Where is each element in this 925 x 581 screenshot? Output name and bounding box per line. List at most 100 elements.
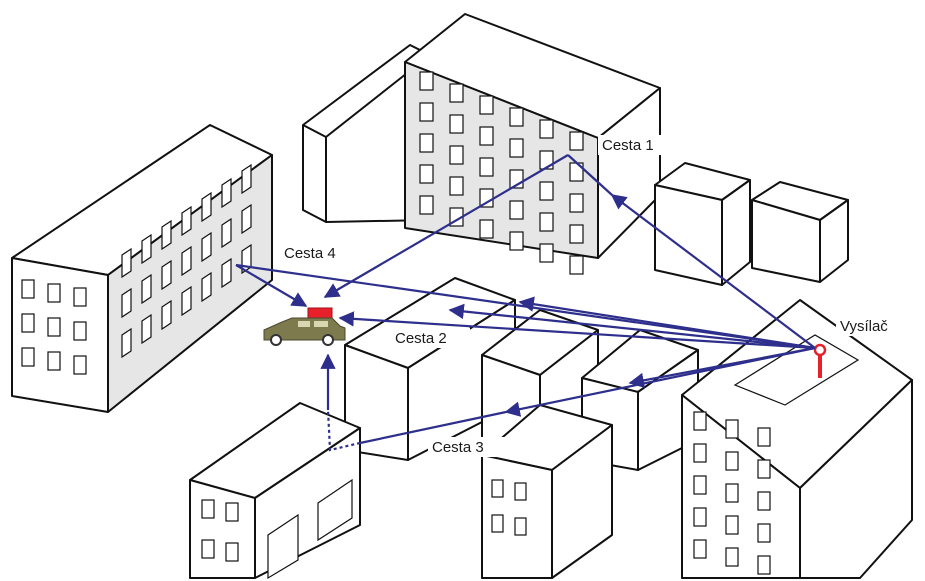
window bbox=[141, 273, 152, 305]
front-center-windows bbox=[491, 479, 527, 536]
window bbox=[73, 287, 87, 307]
window bbox=[449, 145, 464, 165]
window bbox=[757, 523, 771, 543]
car-roof-antenna bbox=[307, 307, 333, 319]
window bbox=[509, 107, 524, 127]
window bbox=[757, 427, 771, 447]
car-window-1 bbox=[298, 321, 310, 327]
building-front-left bbox=[189, 402, 361, 580]
window bbox=[693, 507, 707, 527]
window bbox=[241, 203, 252, 235]
window bbox=[539, 243, 554, 263]
window bbox=[449, 83, 464, 103]
label-path-3: Cesta 3 bbox=[432, 439, 484, 456]
car-wheel-rear bbox=[270, 334, 282, 346]
tall-building-windows bbox=[419, 71, 584, 275]
window bbox=[509, 231, 524, 251]
window bbox=[181, 285, 192, 317]
window bbox=[141, 233, 152, 265]
window bbox=[757, 459, 771, 479]
path-3-line bbox=[359, 410, 507, 445]
window bbox=[241, 163, 252, 195]
window bbox=[161, 259, 172, 291]
path-2-arrow-c bbox=[338, 311, 816, 350]
window bbox=[141, 313, 152, 345]
window bbox=[479, 95, 494, 115]
window bbox=[569, 224, 584, 244]
window bbox=[757, 555, 771, 575]
window bbox=[419, 71, 434, 91]
label-path-2: Cesta 2 bbox=[395, 330, 447, 347]
window bbox=[725, 547, 739, 567]
window bbox=[21, 347, 35, 367]
window bbox=[725, 419, 739, 439]
window bbox=[221, 257, 232, 289]
window bbox=[419, 164, 434, 184]
window bbox=[419, 102, 434, 122]
window bbox=[73, 321, 87, 341]
label-path-4: Cesta 4 bbox=[284, 245, 336, 262]
car-receiver bbox=[263, 307, 346, 346]
window bbox=[181, 245, 192, 277]
window bbox=[539, 212, 554, 232]
signal-paths bbox=[235, 154, 816, 452]
window bbox=[21, 313, 35, 333]
window bbox=[479, 126, 494, 146]
window bbox=[725, 451, 739, 471]
path-4-reflected bbox=[235, 264, 308, 307]
window bbox=[449, 176, 464, 196]
window bbox=[569, 193, 584, 213]
window bbox=[201, 231, 212, 263]
transmitter-building-windows bbox=[693, 411, 771, 575]
window bbox=[757, 491, 771, 511]
window bbox=[509, 200, 524, 220]
building-transmitter bbox=[681, 299, 913, 579]
window bbox=[419, 133, 434, 153]
building-tall-center bbox=[404, 13, 661, 275]
window bbox=[569, 131, 584, 151]
window bbox=[121, 287, 132, 319]
window bbox=[725, 515, 739, 535]
building-front-center bbox=[481, 404, 613, 579]
path-2-arrow-a bbox=[518, 296, 816, 350]
window bbox=[509, 138, 524, 158]
window bbox=[449, 114, 464, 134]
window bbox=[47, 283, 61, 303]
building-right-small-1 bbox=[654, 162, 751, 286]
transmitter-antenna bbox=[813, 343, 827, 378]
path-3-arrow bbox=[504, 346, 816, 417]
window bbox=[725, 483, 739, 503]
window bbox=[569, 255, 584, 275]
label-transmitter: Vysílač bbox=[840, 318, 888, 335]
window bbox=[161, 299, 172, 331]
window bbox=[479, 157, 494, 177]
path-1-incident-tail bbox=[567, 154, 613, 196]
path-2-arrow-b bbox=[448, 303, 816, 350]
window bbox=[693, 539, 707, 559]
window bbox=[21, 279, 35, 299]
label-path-1: Cesta 1 bbox=[602, 137, 654, 154]
window bbox=[121, 327, 132, 359]
car-wheel-front bbox=[322, 334, 334, 346]
window bbox=[201, 191, 212, 223]
building-left-long bbox=[11, 124, 273, 413]
building-right-small-2 bbox=[751, 181, 849, 283]
window bbox=[201, 271, 212, 303]
window bbox=[221, 177, 232, 209]
window bbox=[693, 411, 707, 431]
window bbox=[479, 219, 494, 239]
window bbox=[539, 181, 554, 201]
path-1-incident bbox=[610, 194, 816, 349]
building-mid-3 bbox=[581, 329, 699, 471]
front-left-windows bbox=[201, 478, 353, 580]
window bbox=[73, 355, 87, 375]
window bbox=[419, 195, 434, 215]
window bbox=[47, 351, 61, 371]
window bbox=[539, 119, 554, 139]
car-window-2 bbox=[314, 321, 328, 327]
left-building-windows bbox=[21, 163, 252, 375]
window bbox=[221, 217, 232, 249]
path-1-reflected bbox=[323, 154, 569, 298]
window bbox=[693, 443, 707, 463]
